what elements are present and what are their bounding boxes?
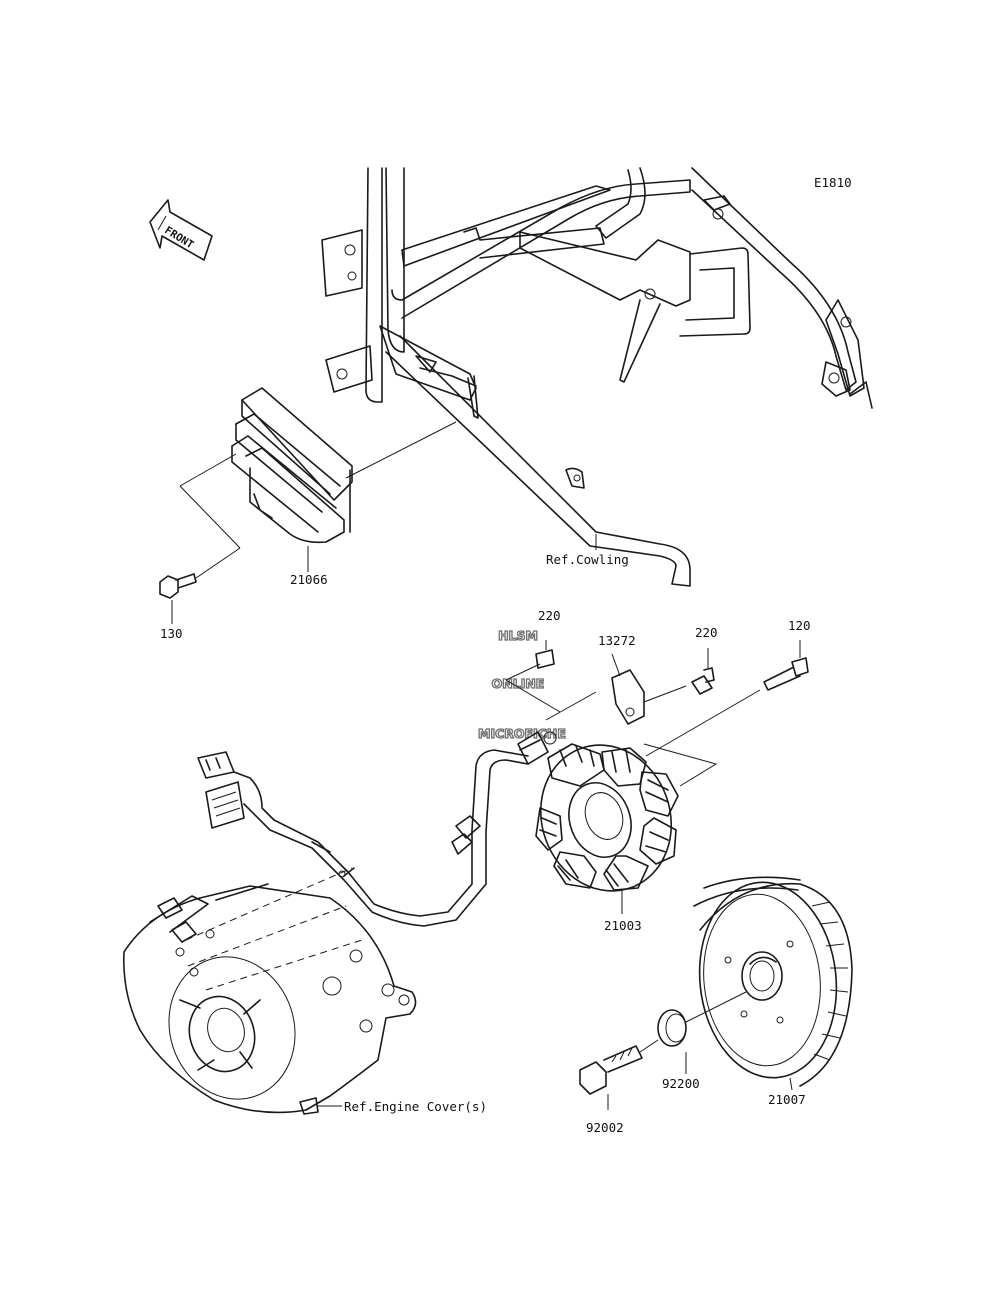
regulator-rectifier-drawing bbox=[179, 387, 457, 579]
watermark-line-1: HLSM bbox=[498, 628, 538, 643]
labels: E1810 21066 130 220 13272 220 120 21003 … bbox=[160, 175, 852, 1135]
flywheel-drawing bbox=[693, 876, 853, 1091]
wire-harness-drawing bbox=[197, 749, 529, 927]
engine-cover-drawing bbox=[123, 867, 417, 1115]
part-label-220a[interactable]: 220 bbox=[538, 608, 561, 623]
stator-drawing bbox=[517, 731, 679, 914]
part-label-13272[interactable]: 13272 bbox=[598, 633, 636, 648]
part-label-21007[interactable]: 21007 bbox=[768, 1092, 806, 1107]
part-label-220b[interactable]: 220 bbox=[695, 625, 718, 640]
part-label-21003[interactable]: 21003 bbox=[604, 918, 642, 933]
watermark-line-3: MICROFICHE bbox=[478, 726, 566, 741]
ref-cowling-label: Ref.Cowling bbox=[546, 552, 629, 567]
front-arrow-icon: FRONT bbox=[149, 199, 213, 261]
part-label-21066[interactable]: 21066 bbox=[290, 572, 328, 587]
bolt-92002-drawing bbox=[579, 1039, 659, 1110]
part-label-120[interactable]: 120 bbox=[788, 618, 811, 633]
watermark-line-2: ONLINE bbox=[492, 676, 545, 691]
diagram-code: E1810 bbox=[814, 175, 852, 190]
part-label-92002[interactable]: 92002 bbox=[586, 1120, 624, 1135]
part-label-130[interactable]: 130 bbox=[160, 626, 183, 641]
bolt-130-drawing bbox=[159, 573, 197, 624]
watermark: HLSM ONLINE MICROFICHE bbox=[477, 627, 566, 741]
fasteners-upper-drawing bbox=[505, 640, 809, 787]
part-label-92200[interactable]: 92200 bbox=[662, 1076, 700, 1091]
frame-drawing bbox=[321, 167, 873, 587]
ref-engine-cover-label: Ref.Engine Cover(s) bbox=[344, 1099, 487, 1114]
washer-92200-drawing bbox=[657, 991, 747, 1074]
